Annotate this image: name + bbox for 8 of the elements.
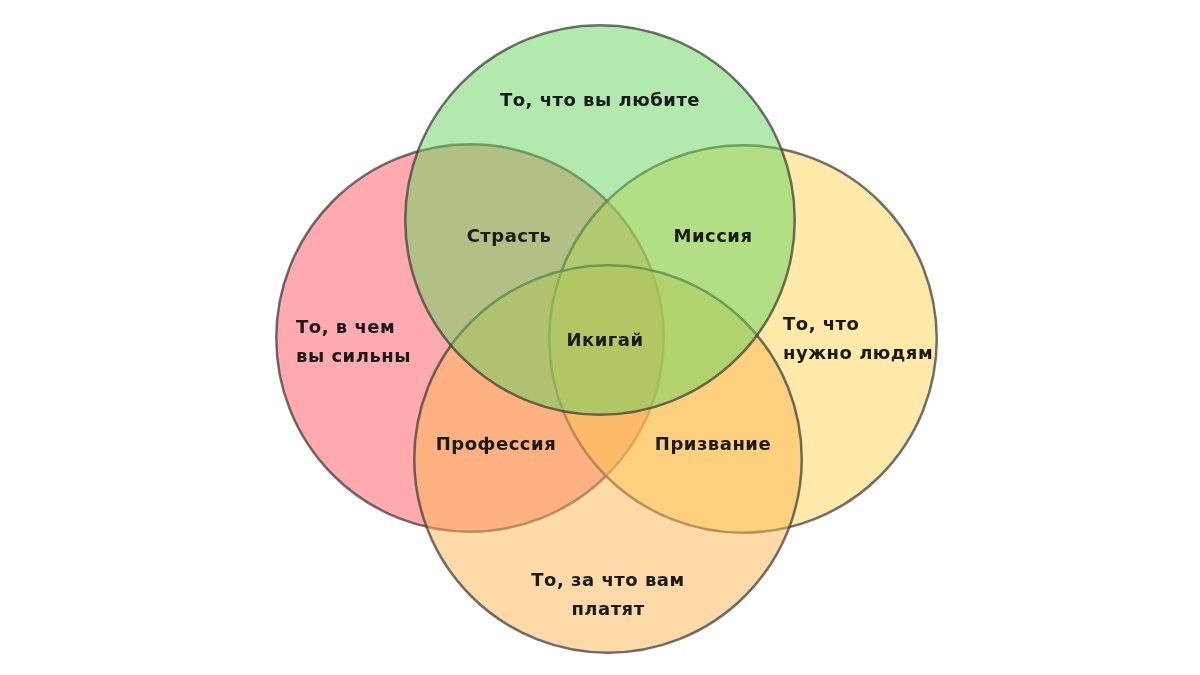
circle-label: То, что вы любите xyxy=(499,87,701,112)
region-label: Миссия xyxy=(673,225,753,247)
region-label: Призвание xyxy=(654,433,772,455)
region-label: Страсть xyxy=(466,225,552,247)
region-label: Икигай xyxy=(566,329,644,351)
circle-label: То, в чем вы сильны xyxy=(296,315,412,368)
region-label: Профессия xyxy=(435,433,557,455)
circle-label: То, за что вам платят xyxy=(530,568,686,621)
